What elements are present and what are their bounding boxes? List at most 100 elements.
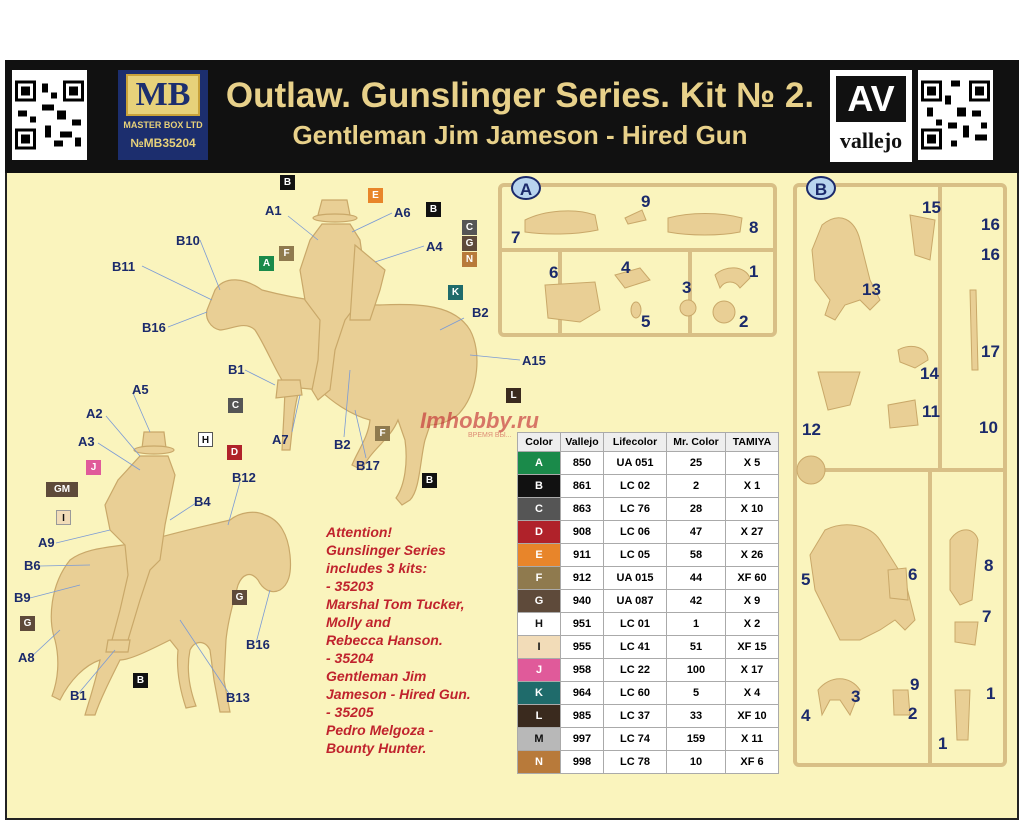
vallejo-cell: 985: [560, 704, 604, 728]
vallejo-cell: 998: [560, 750, 604, 774]
callout-b13: B13: [226, 690, 250, 705]
sprue-a-badge: A: [511, 176, 541, 200]
sprue-a-part-1: 1: [749, 262, 759, 281]
mr-color-cell: 47: [666, 520, 726, 544]
qr-left-icon: [12, 77, 87, 153]
chip-f-mid: F: [375, 426, 390, 441]
qr-code-left: [12, 70, 87, 160]
watermark-subtext: ВРЕМЯ ВЫ...: [468, 432, 512, 439]
tamiya-cell: X 9: [725, 589, 779, 613]
color-swatch-cell: F: [517, 566, 561, 590]
attention-line: Bounty Hunter.: [326, 740, 427, 756]
callout-b1-bottom: B1: [70, 688, 87, 703]
callout-b10: B10: [176, 233, 200, 248]
lifecolor-cell: LC 60: [603, 681, 667, 705]
chip-gm: GM: [46, 482, 78, 497]
tamiya-cell: X 11: [725, 727, 779, 751]
color-swatch-cell: N: [517, 750, 561, 774]
lifecolor-cell: LC 76: [603, 497, 667, 521]
lifecolor-cell: LC 74: [603, 727, 667, 751]
callout-a9: A9: [38, 535, 55, 550]
page-title: Outlaw. Gunslinger Series. Kit № 2.: [225, 76, 815, 115]
chip-a: A: [259, 256, 274, 271]
sprue-a-part-3: 3: [682, 278, 692, 297]
chip-g-side: G: [20, 616, 35, 631]
color-swatch-cell: C: [517, 497, 561, 521]
attention-line: includes 3 kits:: [326, 560, 428, 576]
mr-color-cell: 44: [666, 566, 726, 590]
callout-a5: A5: [132, 382, 149, 397]
vallejo-cell: 951: [560, 612, 604, 636]
page-subtitle: Gentleman Jim Jameson - Hired Gun: [292, 120, 748, 150]
color-swatch-cell: M: [517, 727, 561, 751]
chip-n: N: [462, 252, 477, 267]
sprue-b-badge: B: [806, 176, 836, 200]
sprue-b-gate: [796, 455, 826, 485]
tamiya-cell: XF 15: [725, 635, 779, 659]
lifecolor-cell: LC 02: [603, 474, 667, 498]
chip-b-a6: B: [426, 202, 441, 217]
vallejo-cell: 955: [560, 635, 604, 659]
color-table-header: Color Vallejo Lifecolor Mr. Color TAMIYA: [517, 432, 779, 452]
chip-i: I: [56, 510, 71, 525]
sprue-a-part-2: 2: [739, 312, 749, 331]
attention-line: Molly and: [326, 614, 391, 630]
sprue-b-part-9: 9: [910, 675, 920, 694]
lifecolor-cell: LC 05: [603, 543, 667, 567]
chip-e: E: [368, 188, 383, 203]
qr-code-right: [918, 70, 993, 160]
callout-b2-top: B2: [472, 305, 489, 320]
vallejo-cell: 940: [560, 589, 604, 613]
chip-j: J: [86, 460, 101, 475]
sprue-b-part-8: 8: [984, 556, 994, 575]
sprue-b-part-2: 2: [908, 704, 918, 723]
sprue-b-part-5: 5: [801, 570, 811, 589]
color-swatch-cell: L: [517, 704, 561, 728]
sprue-b-part-1a: 1: [986, 684, 996, 703]
tamiya-cell: X 5: [725, 451, 779, 475]
chip-l: L: [506, 388, 521, 403]
attention-line: Gunslinger Series: [326, 542, 446, 558]
attention-line: - 35204: [326, 650, 374, 666]
color-swatch-cell: J: [517, 658, 561, 682]
color-swatch-cell: B: [517, 474, 561, 498]
sprue-b-part-1b: 1: [938, 734, 948, 753]
mr-color-cell: 10: [666, 750, 726, 774]
header-mr-color: Mr. Color: [666, 432, 726, 452]
callout-b9: B9: [14, 590, 31, 605]
tamiya-cell: XF 10: [725, 704, 779, 728]
mb-logo-subtext: MASTER BOX LTD: [123, 120, 203, 130]
lifecolor-cell: LC 78: [603, 750, 667, 774]
vallejo-cell: 958: [560, 658, 604, 682]
header-tamiya: TAMIYA: [725, 432, 779, 452]
attention-line: Gentleman Jim: [326, 668, 427, 684]
mr-color-cell: 159: [666, 727, 726, 751]
tamiya-cell: X 27: [725, 520, 779, 544]
attention-line: Rebecca Hanson.: [326, 632, 443, 648]
callout-a7: A7: [272, 432, 289, 447]
attention-line: Attention!: [326, 524, 393, 540]
sprue-b-part-17: 17: [981, 342, 1000, 361]
vallejo-cell: 912: [560, 566, 604, 590]
top-rider-figure: [275, 199, 386, 401]
lifecolor-cell: LC 22: [603, 658, 667, 682]
vallejo-logo-text: vallejo: [839, 128, 903, 153]
sprue-b-part-4: 4: [801, 706, 811, 725]
callout-b11: B11: [112, 259, 136, 274]
lifecolor-cell: UA 015: [603, 566, 667, 590]
attention-line: Jameson - Hired Gun.: [326, 686, 471, 702]
chip-b-leg: B: [422, 473, 437, 488]
sprue-b-part-3: 3: [851, 687, 861, 706]
bottom-rider-figure: [104, 431, 176, 653]
sprue-a-part-6: 6: [549, 263, 559, 282]
vallejo-cell: 863: [560, 497, 604, 521]
tamiya-cell: X 10: [725, 497, 779, 521]
vallejo-cell: 997: [560, 727, 604, 751]
